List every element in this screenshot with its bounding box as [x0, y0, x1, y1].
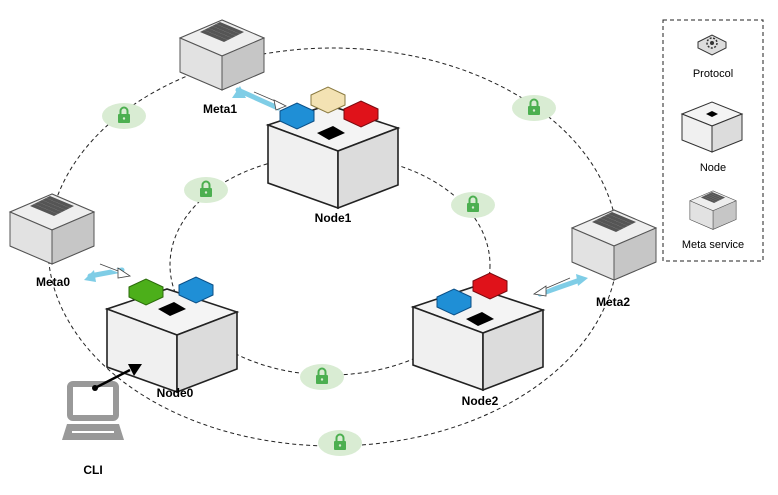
lock-icon [299, 363, 345, 391]
meta1-server-icon [179, 19, 265, 91]
meta0-server-icon [9, 193, 95, 265]
cli-label: CLI [83, 463, 102, 477]
cli-to-node0-arrow [92, 364, 142, 391]
meta2-node2-link [532, 274, 588, 297]
meta0-node0-link [84, 262, 132, 282]
legend-meta-service-label: Meta service [682, 239, 744, 251]
node-legend-icon [680, 101, 744, 153]
lock-icon [101, 102, 147, 130]
lock-icon [450, 191, 496, 219]
meta0-label: Meta0 [36, 275, 70, 289]
meta2-server-icon [571, 209, 657, 281]
lock-icon [317, 429, 363, 457]
legend: Protocol Node Meta service [662, 19, 764, 262]
cli-terminal-icon [62, 381, 124, 440]
node2-label: Node2 [462, 394, 499, 408]
legend-protocol-label: Protocol [693, 68, 733, 80]
node0 [106, 276, 238, 393]
meta2-label: Meta2 [596, 295, 630, 309]
legend-node-label: Node [700, 162, 726, 174]
lock-icon [183, 176, 229, 204]
meta1-node1-link [232, 86, 287, 111]
meta1-label: Meta1 [203, 102, 237, 116]
node1 [267, 86, 399, 209]
lock-icon [511, 94, 557, 122]
node1-label: Node1 [315, 211, 352, 225]
node2 [412, 272, 544, 391]
protocol-legend-icon [697, 34, 727, 56]
node0-label: Node0 [157, 386, 194, 400]
